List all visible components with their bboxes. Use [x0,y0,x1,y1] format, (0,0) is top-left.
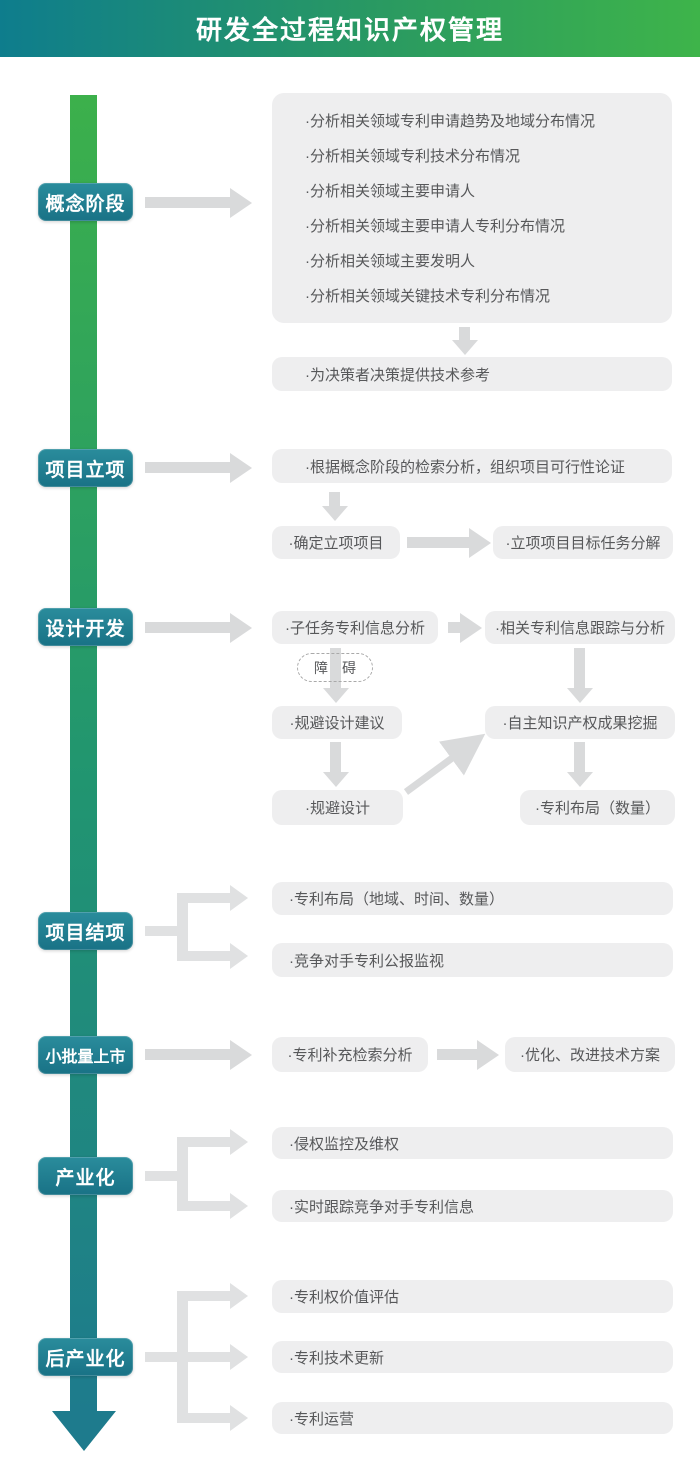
arrow-down-icon [459,327,470,340]
infringement-box: ·侵权监控及维权 [272,1127,673,1159]
timeline-arrowhead-icon [52,1411,116,1451]
branch-arrow-icon [186,1291,230,1301]
patent-update-box: ·专利技术更新 [272,1341,673,1373]
optimize-box: ·优化、改进技术方案 [505,1037,675,1072]
arrow-down-icon [574,648,585,688]
arrow-right-icon [407,537,469,548]
ip-mining-box: ·自主知识产权成果挖掘 [485,706,675,739]
analysis-item: ·分析相关领域专利申请趋势及地域分布情况 [305,113,595,130]
competitor-track-box: ·实时跟踪竞争对手专利信息 [272,1190,673,1222]
arrow-initiation-right-icon [145,462,230,473]
arrow-design-right-icon [145,622,230,633]
patent-layout-box: ·专利布局（地域、时间、数量） [272,882,673,915]
branch-arrow-icon [186,1137,230,1147]
stage-chip-closure: 项目结项 [38,912,133,950]
timeline-bar [70,95,97,1412]
analysis-item: ·分析相关领域主要申请人 [305,183,475,200]
header-banner: 研发全过程知识产权管理 [0,0,700,57]
obstacle-capsule: 障 碍 [297,653,373,682]
stage-chip-industrialization: 产业化 [38,1157,133,1195]
patent-valuation-box: ·专利权价值评估 [272,1280,673,1313]
design-around-advice-box: ·规避设计建议 [272,706,402,739]
branch-vertical [177,893,188,961]
branch-arrow-icon [186,1413,230,1423]
arrow-concept-right-icon [145,197,230,208]
supplement-search-box: ·专利补充检索分析 [272,1037,428,1072]
arrow-down-icon [330,648,341,688]
branch-stub [145,926,183,936]
stage-chip-pilot-launch: 小批量上市 [38,1036,133,1074]
feasibility-box: ·根据概念阶段的检索分析，组织项目可行性论证 [272,449,672,483]
patent-layout-qty-box: ·专利布局（数量） [520,790,675,825]
branch-vertical [177,1291,188,1423]
branch-stub [145,1171,183,1181]
design-around-box: ·规避设计 [272,790,403,825]
arrow-down-icon [330,742,341,772]
branch-arrow-icon [186,951,230,961]
arrow-down-icon [329,492,340,506]
analysis-item: ·分析相关领域主要申请人专利分布情况 [305,218,565,235]
analysis-item: ·分析相关领域专利技术分布情况 [305,148,520,165]
branch-arrow-icon [186,893,230,903]
stage-chip-initiation: 项目立项 [38,449,133,487]
branch-arrow-icon [186,1201,230,1211]
task-decompose-box: ·立项项目目标任务分解 [493,526,673,559]
page-title: 研发全过程知识产权管理 [195,15,504,45]
patent-tracking-box: ·相关专利信息跟踪与分析 [485,611,675,644]
stage-chip-design: 设计开发 [38,608,133,646]
competitor-monitor-box: ·竞争对手专利公报监视 [272,943,673,977]
analysis-item: ·分析相关领域主要发明人 [305,253,475,270]
patent-operation-box: ·专利运营 [272,1402,673,1434]
stage-chip-concept: 概念阶段 [38,183,133,221]
arrow-right-icon [448,622,460,633]
arrow-diagonal-icon [403,733,486,795]
confirm-project-box: ·确定立项项目 [272,526,400,559]
analysis-item: ·分析相关领域关键技术专利分布情况 [305,288,550,305]
concept-analysis-box: ·分析相关领域专利申请趋势及地域分布情况 ·分析相关领域专利技术分布情况 ·分析… [272,93,672,323]
branch-stub [145,1352,183,1362]
stage-chip-post-industrialization: 后产业化 [38,1338,133,1376]
arrow-down-icon [574,742,585,772]
arrow-right-icon [437,1049,477,1060]
branch-arrow-icon [186,1352,230,1362]
branch-vertical [177,1137,188,1211]
subtask-analysis-box: ·子任务专利信息分析 [272,611,438,644]
concept-outcome-box: ·为决策者决策提供技术参考 [272,357,672,391]
arrow-pilot-right-icon [145,1049,230,1060]
